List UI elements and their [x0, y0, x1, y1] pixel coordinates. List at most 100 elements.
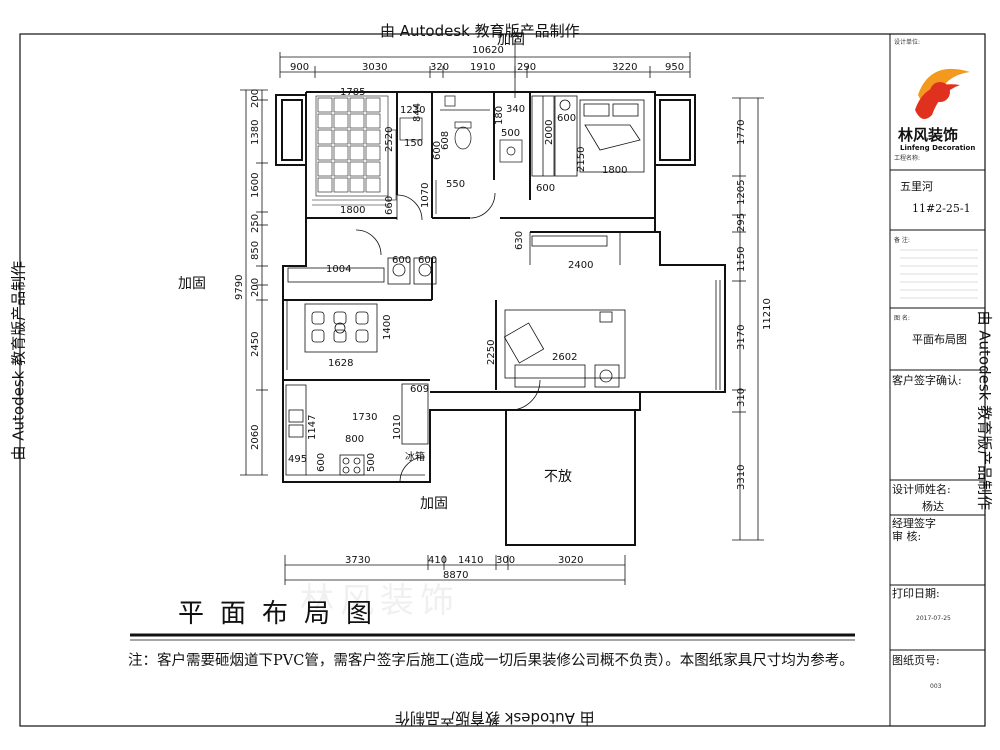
dim-left-5: 200 [250, 278, 261, 297]
dim-inner-5: 1800 [340, 205, 365, 216]
dim-top-total: 10620 [472, 45, 504, 56]
dim-inner-14: 600 [557, 113, 576, 124]
label-not-placed: 不放 [544, 469, 572, 485]
kitchen-fixtures [285, 383, 429, 476]
label-reinforce-left: 加固 [178, 276, 206, 292]
dim-inner-27: 2602 [552, 352, 577, 363]
tb-project-name: 五里河 [900, 180, 933, 193]
dim-top-5: 3220 [612, 62, 637, 73]
living-room-furniture [503, 235, 626, 388]
dim-inner-22: 600 [392, 255, 411, 266]
dining-set [304, 303, 378, 353]
dim-inner-12: 180 [494, 106, 505, 125]
dim-right-1: 1205 [736, 180, 747, 205]
dim-inner-28: 1730 [352, 412, 377, 423]
dim-right-2: 295 [736, 213, 747, 232]
dim-right-4: 3170 [736, 325, 747, 350]
dim-inner-18: 600 [536, 183, 555, 194]
dim-bottom-1: 410 [428, 555, 447, 566]
dim-inner-11: 340 [506, 104, 525, 115]
master-bed [531, 95, 645, 177]
dim-inner-15: 2000 [544, 120, 555, 145]
tb-review-label: 审 核: [892, 529, 921, 543]
dim-inner-7: 600 [432, 141, 443, 160]
bottom-dimensions [284, 555, 626, 585]
dim-inner-25: 1400 [382, 315, 393, 340]
tb-remarks-label: 备 注: [894, 236, 910, 244]
hallway-cabinets [287, 257, 437, 285]
tb-designer-label: 设计师姓名: [892, 482, 951, 496]
dim-right-total: 11210 [762, 298, 773, 330]
doors [355, 192, 541, 483]
dim-bottom-3: 300 [496, 555, 515, 566]
tb-designer-unit-label: 设计单位: [894, 38, 920, 46]
title-block-frame [889, 33, 986, 727]
label-fridge: 冰箱 [405, 450, 425, 463]
dim-bottom-4: 3020 [558, 555, 583, 566]
dim-inner-9: 1070 [420, 183, 431, 208]
drawing-title: 平面布局图 [178, 599, 388, 629]
dim-inner-30: 1147 [307, 415, 318, 440]
watermark-logo: 林风装饰 [300, 581, 460, 621]
dim-inner-26: 2250 [486, 340, 497, 365]
tb-client-sign-label: 客户签字确认: [892, 373, 962, 387]
dim-left-4: 850 [250, 241, 261, 260]
dim-inner-33: 495 [288, 454, 307, 465]
dim-left-2: 1600 [250, 173, 261, 198]
left-dimensions [240, 89, 268, 476]
tb-designer-name: 杨达 [922, 499, 944, 513]
dim-left-total: 9790 [234, 275, 245, 300]
dim-inner-34: 600 [316, 453, 327, 472]
tb-unit-number: 11#2-25-1 [912, 202, 971, 215]
brand-name-en: Linfeng Decoration [900, 144, 975, 152]
top-dimensions [279, 40, 691, 98]
dim-left-6: 2450 [250, 332, 261, 357]
dim-inner-2: 844 [412, 103, 423, 122]
dim-left-0: 200 [250, 89, 261, 108]
tb-sheet-no: 003 [930, 683, 942, 690]
dim-top-4: 290 [517, 62, 536, 73]
drawing-note: 注：客户需要砸烟道下PVC管，需客户签字后施工(造成一切后果装修公司概不负责）。… [128, 653, 854, 669]
dim-left-7: 2060 [250, 425, 261, 450]
dim-inner-8: 608 [440, 131, 451, 150]
right-dimensions [732, 97, 764, 541]
dim-inner-19: 630 [514, 231, 525, 250]
tb-sheet-no-label: 图纸页号: [892, 654, 940, 667]
dim-top-6: 950 [665, 62, 684, 73]
dim-inner-17: 1800 [602, 165, 627, 176]
dim-inner-13: 500 [501, 128, 520, 139]
dim-top-1: 3030 [362, 62, 387, 73]
watermark-top: 由 Autodesk 教育版产品制作 [380, 22, 580, 40]
dim-inner-20: 2400 [568, 260, 593, 271]
dim-inner-32: 800 [345, 434, 364, 445]
tb-manager-sign-label: 经理签字 [892, 516, 936, 530]
tb-remarks-lines [900, 249, 978, 299]
dim-inner-23: 600 [418, 255, 437, 266]
dim-inner-1: 1230 [400, 105, 425, 116]
dim-top-0: 900 [290, 62, 309, 73]
windows [282, 232, 721, 390]
dim-inner-35: 500 [366, 453, 377, 472]
tb-print-date-label: 打印日期: [892, 586, 940, 600]
dim-right-3: 1150 [736, 247, 747, 272]
dim-inner-0: 1785 [340, 87, 365, 98]
dim-left-3: 250 [250, 214, 261, 233]
dim-top-2: 320 [430, 62, 449, 73]
dim-inner-6: 660 [384, 196, 395, 215]
tb-project-name-label: 工程名称: [894, 154, 920, 162]
dim-inner-31: 1010 [392, 415, 403, 440]
label-reinforce-bottom: 加固 [420, 496, 448, 512]
dim-inner-4: 150 [404, 138, 423, 149]
tatami-wardrobe [312, 95, 397, 206]
walls [275, 91, 726, 546]
tb-drawing-name-label: 图 名: [894, 314, 910, 322]
dim-inner-10: 550 [446, 179, 465, 190]
dim-inner-29: 609 [410, 384, 429, 395]
tb-print-date: 2017-07-25 [916, 615, 951, 622]
dim-right-5: 310 [736, 388, 747, 407]
brand-logo-icon [915, 68, 970, 119]
dim-left-1: 1380 [250, 120, 261, 145]
dim-bottom-2: 1410 [458, 555, 483, 566]
dim-bottom-0: 3730 [345, 555, 370, 566]
